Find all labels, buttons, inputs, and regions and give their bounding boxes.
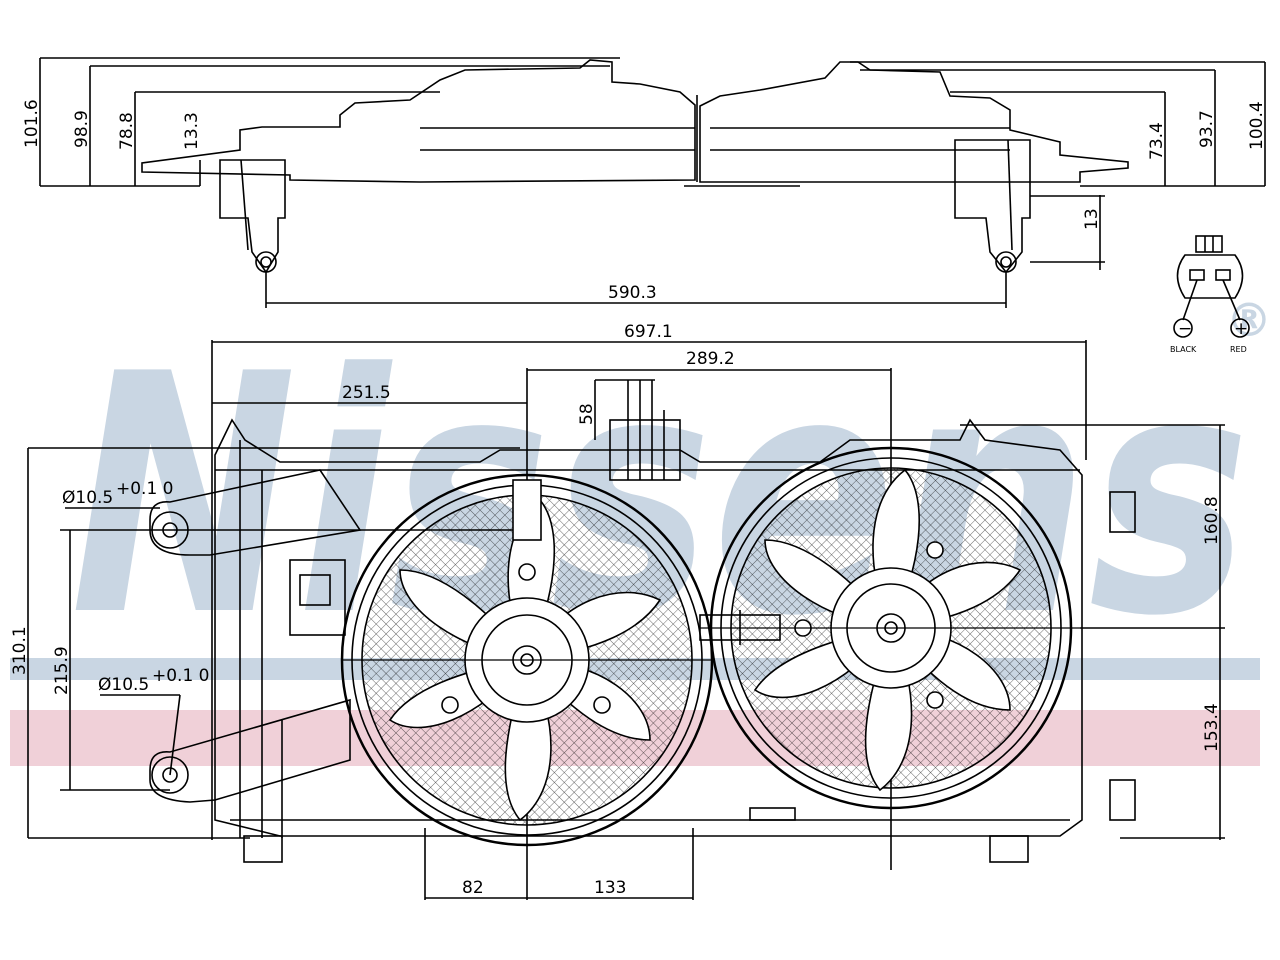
dim-73-4: 73.4 (1147, 122, 1167, 160)
hole-bottom-tolerance: +0.1 0 (152, 666, 210, 686)
watermark-registered-mark: ® (1226, 293, 1272, 347)
dim-58: 58 (577, 403, 597, 425)
dim-697-1: 697.1 (624, 322, 673, 342)
connector-plus-label: RED (1230, 345, 1247, 354)
connector-plus-symbol: + (1234, 319, 1248, 339)
dim-289-2: 289.2 (686, 349, 735, 369)
dim-160-8: 160.8 (1202, 496, 1222, 545)
connector-minus-label: BLACK (1170, 345, 1197, 354)
dim-13-3: 13.3 (182, 112, 202, 150)
dim-98-9: 98.9 (72, 110, 92, 148)
dim-93-7: 93.7 (1197, 110, 1217, 148)
right-fan (700, 446, 1080, 810)
hole-bottom-diameter: Ø10.5 (98, 675, 149, 695)
dim-215-9: 215.9 (52, 646, 72, 695)
dim-153-4: 153.4 (1202, 703, 1222, 752)
hole-top-diameter: Ø10.5 (62, 488, 113, 508)
dim-82: 82 (462, 878, 484, 898)
dim-251-5: 251.5 (342, 383, 391, 403)
left-fan (340, 473, 714, 847)
dim-133: 133 (594, 878, 626, 898)
dim-13: 13 (1082, 208, 1102, 230)
dim-590-3: 590.3 (608, 283, 657, 303)
hole-top-tolerance: +0.1 0 (116, 479, 174, 499)
connector-detail (1173, 235, 1250, 338)
dim-310-1: 310.1 (10, 626, 30, 675)
dim-100-4: 100.4 (1247, 101, 1267, 150)
dim-78-8: 78.8 (117, 112, 137, 150)
dim-101-6: 101.6 (22, 99, 42, 148)
dimension-labels: 101.6 98.9 78.8 13.3 73.4 93.7 100.4 13 … (10, 99, 1267, 898)
connector-minus-symbol: − (1178, 319, 1192, 339)
side-view (39, 57, 1266, 308)
